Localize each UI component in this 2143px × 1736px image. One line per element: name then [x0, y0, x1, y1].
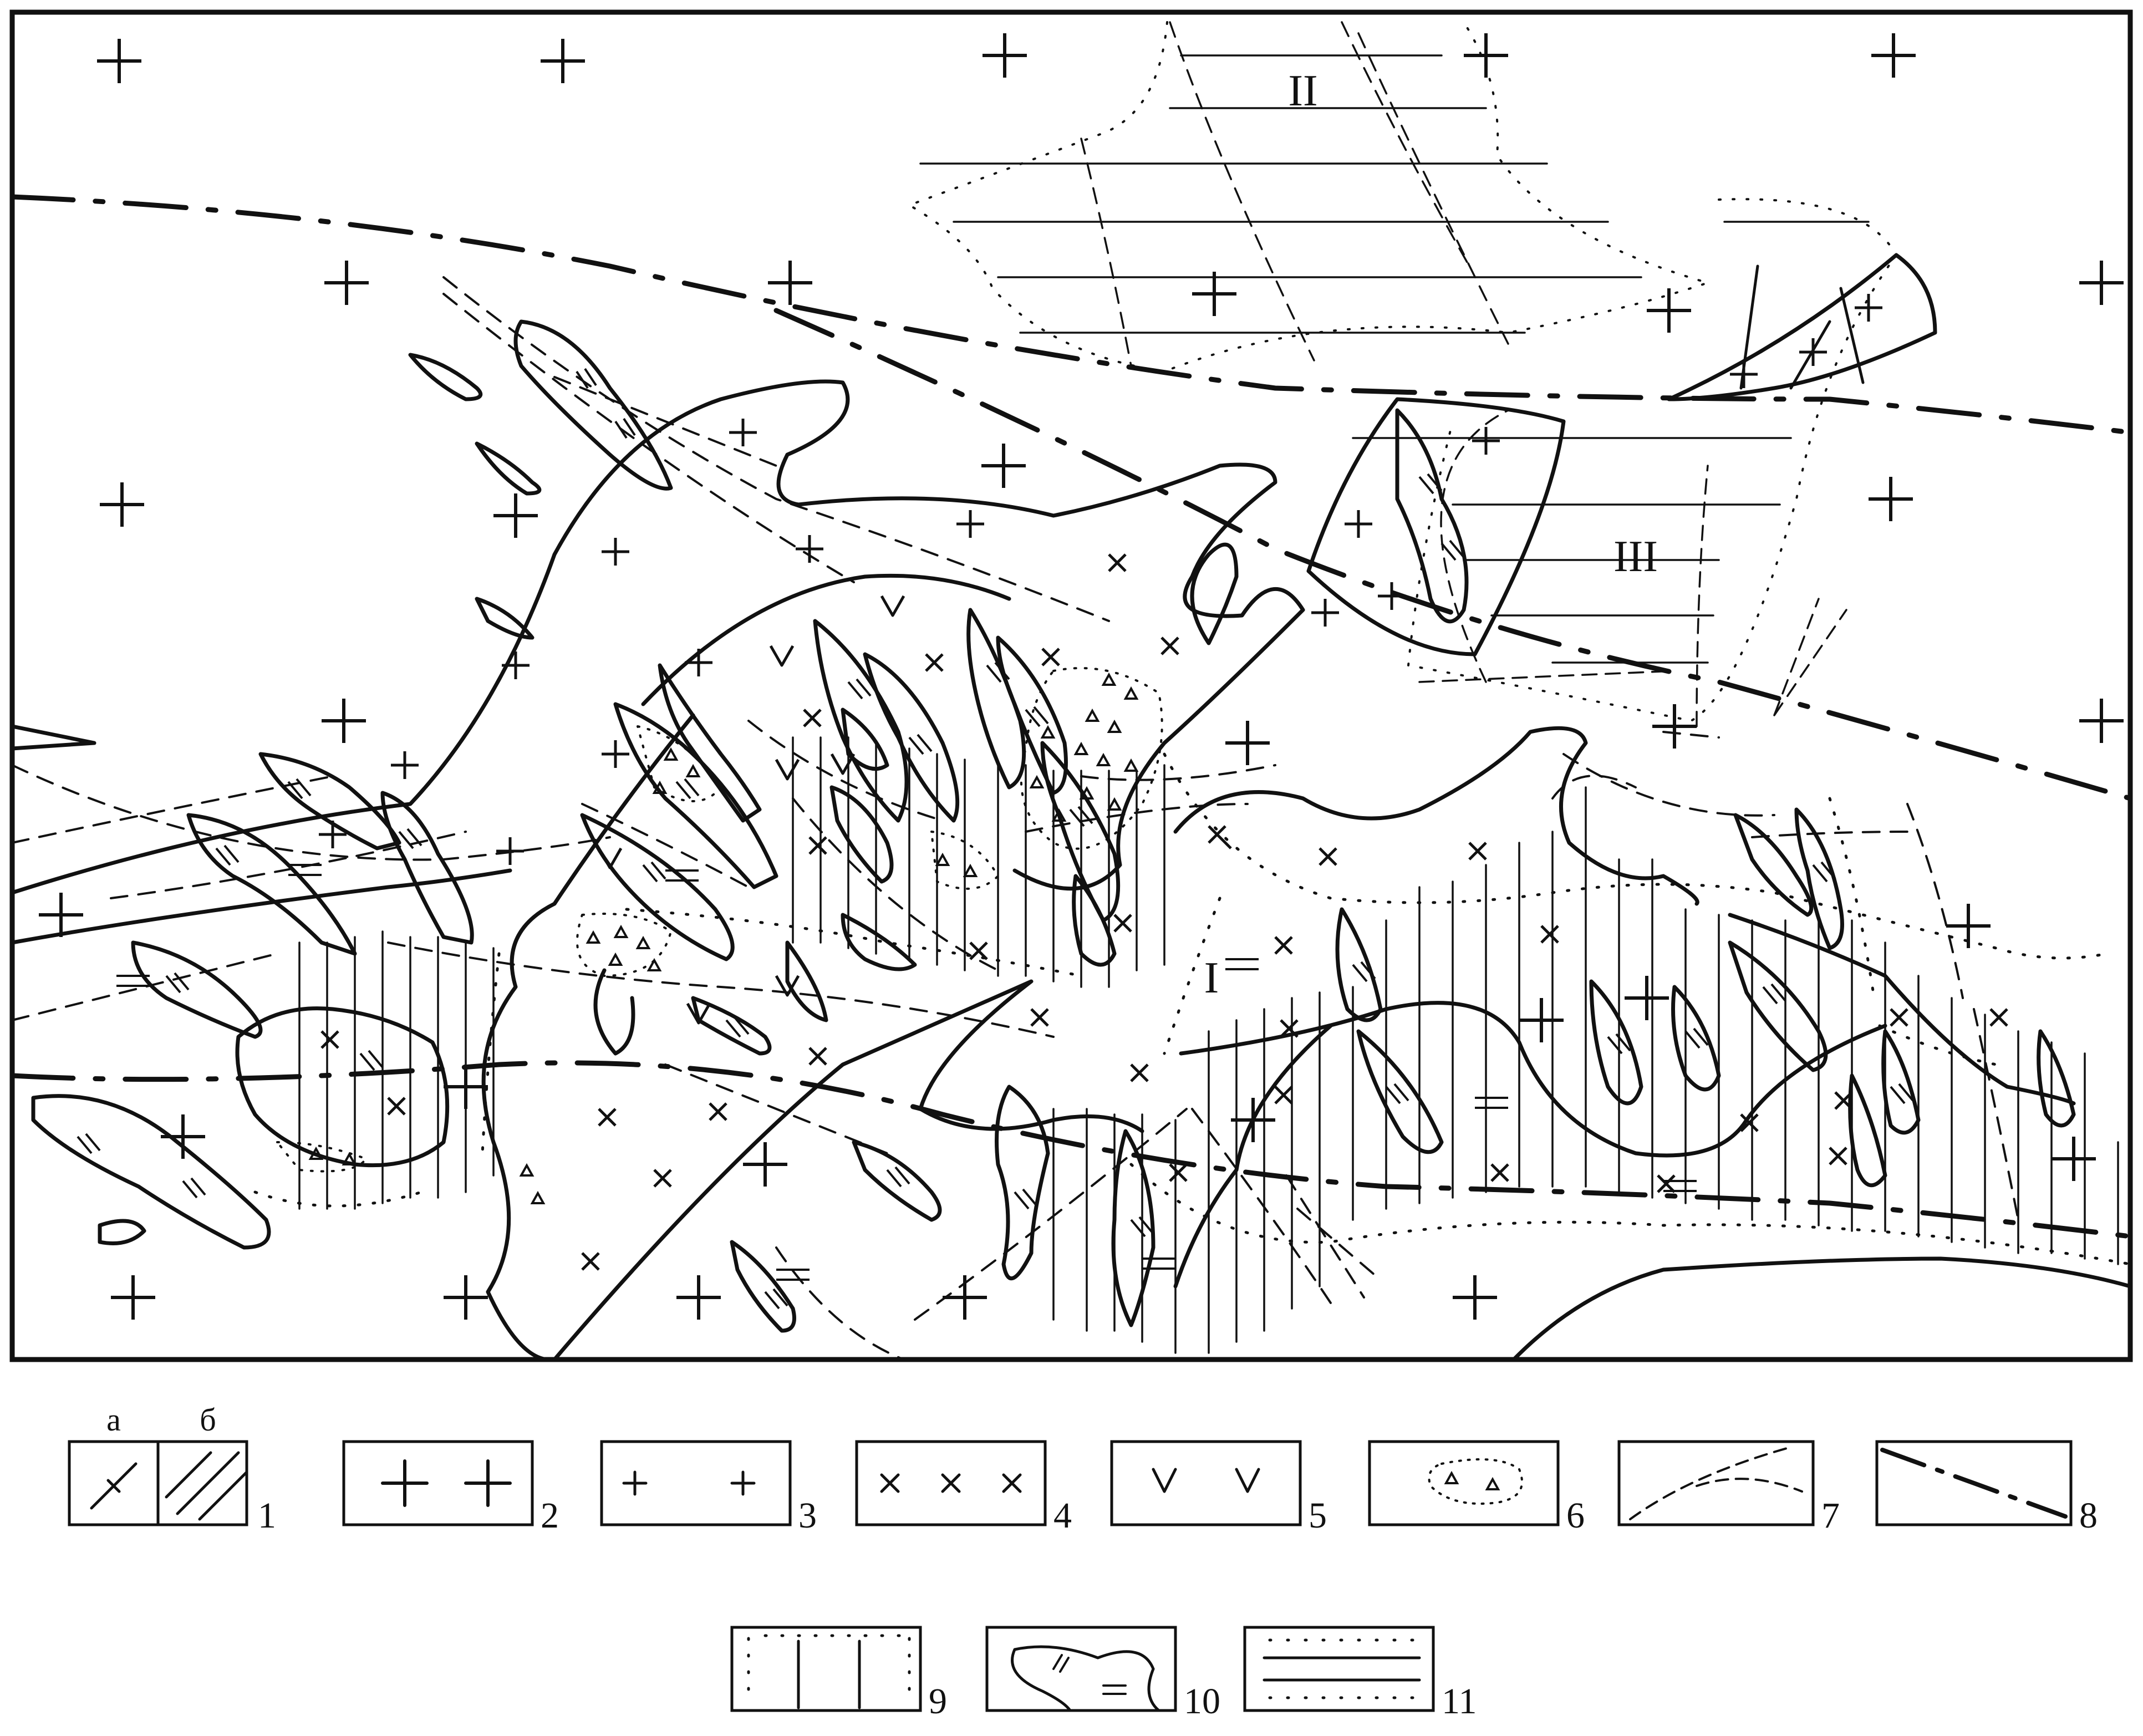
legend-symbol-5 [1152, 1468, 1260, 1493]
large-plus-marks [39, 33, 2124, 1320]
legend-symbol-4 [880, 1473, 1022, 1493]
dashed-faults [11, 276, 2019, 1361]
legend-box-1a [68, 1440, 160, 1526]
legend-symbol-9-dots [747, 1634, 911, 1707]
legend-symbol-2 [381, 1459, 512, 1507]
legend-box-1b [156, 1440, 248, 1526]
small-plus-marks [319, 294, 1882, 865]
legend-item-5: 5 [1110, 1440, 1327, 1536]
cross-marks [320, 553, 2008, 1271]
legend-symbol-11-lines [1263, 1656, 1421, 1682]
legend-symbol-7 [1629, 1446, 1803, 1520]
legend-item-2: 2 [342, 1440, 559, 1536]
legend-number-10: 10 [1184, 1681, 1220, 1722]
zone-label-i: I [1204, 954, 1219, 1002]
legend-symbol-10-strokes [1052, 1654, 1127, 1695]
zone-label-iii: III [1613, 532, 1658, 581]
legend-item-6: 6 [1368, 1440, 1585, 1536]
dash-dot-faults [9, 194, 2133, 1239]
legend-symbol-6-outline [1428, 1458, 1523, 1505]
lens-strokes [77, 368, 1914, 1310]
legend-number-9: 9 [929, 1681, 947, 1722]
legend-symbol-8 [1880, 1448, 2068, 1519]
map-panel: II III I [9, 9, 2133, 1362]
legend-symbol-1b [165, 1451, 248, 1521]
legend-number-4: 4 [1053, 1495, 1072, 1536]
legend-symbol-10-outline [1011, 1645, 1160, 1712]
triangle-clusters [276, 667, 1163, 1204]
legend-sublabel-b: б [200, 1402, 216, 1438]
legend-symbol-1a [90, 1462, 138, 1510]
legend-symbol-6-triangles [1444, 1470, 1500, 1490]
legend-item-9: 9 [730, 1626, 947, 1722]
legend-symbol-9-lines [797, 1640, 861, 1709]
zone-ii-hatch [908, 21, 1709, 373]
legend-number-7: 7 [1821, 1495, 1840, 1536]
legend-item-11: 11 [1243, 1626, 1477, 1722]
legend-symbol-3 [622, 1470, 756, 1496]
legend-item-8: 8 [1875, 1440, 2098, 1536]
legend-item-7: 7 [1617, 1440, 1840, 1536]
legend-number-6: 6 [1566, 1495, 1585, 1536]
v-marks [597, 595, 905, 1025]
legend: а б 1 2 3 4 [68, 1402, 2098, 1722]
legend-number-1: 1 [258, 1495, 276, 1536]
legend-item-1: 1 [68, 1440, 276, 1536]
zone-iii-hatch [1352, 198, 1897, 727]
legend-item-10: 10 [985, 1626, 1220, 1722]
legend-number-11: 11 [1442, 1681, 1477, 1722]
legend-number-5: 5 [1309, 1495, 1327, 1536]
legend-number-2: 2 [541, 1495, 559, 1536]
dotted-boundaries [253, 752, 2132, 1266]
legend-sublabel-a: а [106, 1402, 121, 1438]
legend-item-4: 4 [855, 1440, 1072, 1536]
zone-label-ii: II [1288, 67, 1317, 115]
legend-item-3: 3 [600, 1440, 817, 1536]
legend-number-8: 8 [2079, 1495, 2098, 1536]
legend-symbol-11-dots [1268, 1638, 1421, 1699]
solid-contacts [10, 253, 2132, 1362]
lens-bodies [31, 319, 2076, 1333]
legend-number-3: 3 [798, 1495, 817, 1536]
map-frame [9, 9, 2133, 1362]
